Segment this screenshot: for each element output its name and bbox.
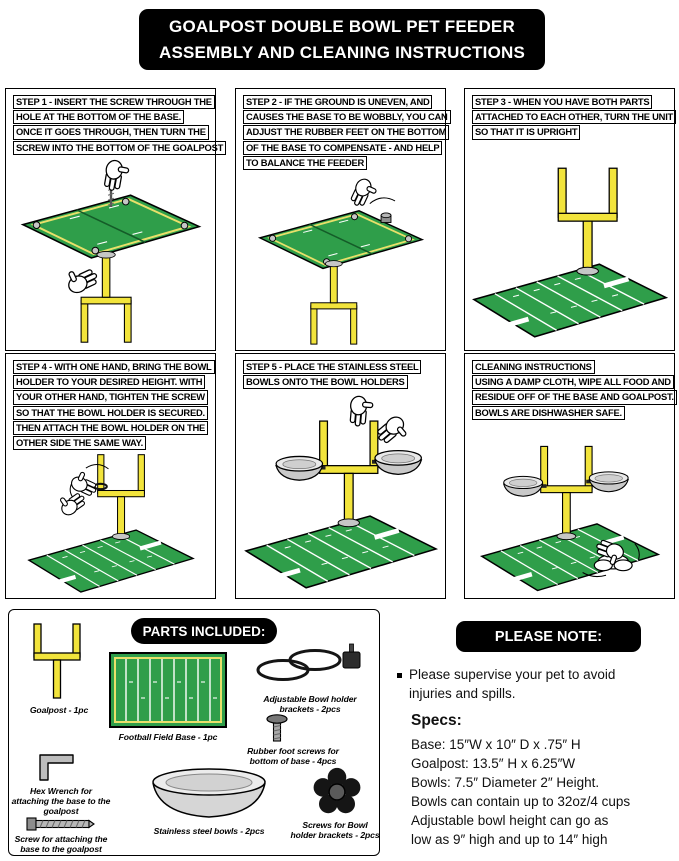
instruction-line: STEP 1 - INSERT THE SCREW THROUGH THE	[13, 95, 215, 110]
goalpost-graphic	[540, 445, 593, 541]
instruction-line: OF THE BASE TO COMPENSATE - AND HELP	[243, 140, 443, 155]
instruction-line: TO BALANCE THE FEEDER	[243, 155, 368, 171]
instruction-line: ADJUST THE RUBBER FEET ON THE BOTTOM	[243, 125, 450, 140]
hand-icon	[102, 158, 131, 194]
spec-line: Base: 15″W x 10″ D x .75″ H	[411, 737, 581, 752]
instruction-line: RESIDUE OFF OF THE BASE AND GOALPOST.	[472, 390, 677, 405]
goalpost-graphic	[310, 260, 358, 345]
instruction-line: YOUR OTHER HAND, TIGHTEN THE SCREW	[13, 390, 208, 405]
step-1-panel: STEP 1 - INSERT THE SCREW THROUGH THE HO…	[5, 88, 227, 351]
title-banner: GOALPOST DOUBLE BOWL PET FEEDER ASSEMBLY…	[139, 9, 545, 70]
step-5-illustration	[245, 395, 437, 589]
part-label: Screw for attaching the base to the goal…	[14, 834, 108, 855]
part-label: Hex Wrench for attaching the base to the…	[11, 786, 111, 817]
part-label: Rubber foot screws for bottom of base - …	[247, 746, 339, 767]
goalpost-graphic	[80, 250, 132, 343]
part-label: Adjustable Bowl holder brackets - 2pcs	[263, 694, 357, 715]
instruction-line: HOLDER TO YOUR DESIRED HEIGHT. WITH	[13, 375, 206, 390]
part-label: Stainless steel bowls - 2pcs	[153, 826, 265, 836]
part-label: Goalpost - 1pc	[29, 705, 89, 715]
instruction-line: ONCE IT GOES THROUGH, THEN TURN THE	[13, 125, 209, 140]
parts-included-panel: PARTS INCLUDED: Goalpost - 1pc	[8, 609, 380, 856]
instruction-line: SCREW INTO THE BOTTOM OF THE GOALPOST	[13, 140, 227, 155]
bowl-graphic	[275, 456, 324, 482]
title-line1: GOALPOST DOUBLE BOWL PET FEEDER	[169, 17, 515, 36]
supervision-note: Please supervise your pet to avoid injur…	[397, 666, 643, 704]
spec-line: low as 9″ high and up to 14″ high	[411, 832, 608, 847]
instruction-line: STEP 3 - WHEN YOU HAVE BOTH PARTS	[472, 95, 653, 110]
bowl-graphic	[503, 475, 544, 497]
hex-wrench-part-icon	[39, 754, 74, 781]
instruction-line: STEP 5 - PLACE THE STAINLESS STEEL	[243, 360, 422, 375]
specs-title: Specs:	[411, 712, 462, 729]
bracket-screw-knob-part-icon	[313, 767, 361, 814]
spec-line: Adjustable bowl height can go as	[411, 813, 609, 828]
instruction-line: BOWLS ARE DISHWASHER SAFE.	[472, 405, 625, 420]
step-1-instructions: STEP 1 - INSERT THE SCREW THROUGH THE HO…	[13, 95, 227, 156]
title-line2: ASSEMBLY AND CLEANING INSTRUCTIONS	[158, 42, 526, 62]
step-4-illustration	[28, 454, 194, 593]
rubber-foot-graphic	[380, 212, 392, 224]
specs-list: Base: 15″W x 10″ D x .75″ H Goalpost: 13…	[411, 735, 630, 849]
step-3-panel: STEP 3 - WHEN YOU HAVE BOTH PARTS ATTACH…	[464, 88, 677, 351]
bowl-graphic	[374, 450, 423, 476]
step-2-illustration	[259, 176, 423, 345]
step-3-instructions: STEP 3 - WHEN YOU HAVE BOTH PARTS ATTACH…	[472, 95, 677, 141]
goalpost-graphic	[319, 420, 379, 528]
attach-screw-part-icon	[26, 817, 95, 831]
instruction-line: THEN ATTACH THE BOWL HOLDER ON THE	[13, 420, 209, 436]
base-graphic	[259, 210, 423, 270]
spec-line: Goalpost: 13.5″ H x 6.25″W	[411, 756, 576, 771]
rubber-foot-screw-part-icon	[266, 714, 288, 742]
supervision-note-text: Please supervise your pet to avoid injur…	[409, 667, 616, 701]
instruction-line: CAUSES THE BASE TO BE WOBBLY, YOU CAN	[243, 110, 451, 125]
step-3-illustration	[473, 167, 667, 338]
field-graphic	[28, 529, 194, 593]
step-4-panel: STEP 4 - WITH ONE HAND, BRING THE BOWL H…	[5, 353, 216, 599]
bowl-graphic	[588, 471, 629, 493]
part-label: Screws for Bowl holder brackets - 2pcs	[290, 820, 380, 841]
hand-icon	[348, 176, 380, 211]
step-5-instructions: STEP 5 - PLACE THE STAINLESS STEEL BOWLS…	[243, 360, 439, 390]
cleaning-illustration	[481, 445, 659, 592]
step-2-instructions: STEP 2 - IF THE GROUND IS UNEVEN, AND CA…	[243, 95, 451, 171]
bullet-icon	[397, 673, 402, 678]
hand-icon	[373, 413, 412, 451]
stainless-bowl-part-icon	[152, 768, 266, 818]
please-note-banner: PLEASE NOTE:	[456, 621, 641, 652]
instruction-line: ATTACHED TO EACH OTHER, TURN THE UNIT	[472, 110, 677, 125]
step-5-panel: STEP 5 - PLACE THE STAINLESS STEEL BOWLS…	[235, 353, 446, 599]
goalpost-graphic	[557, 167, 618, 276]
instruction-line: USING A DAMP CLOTH, WIPE ALL FOOD AND	[472, 375, 674, 390]
instruction-line: BOWLS ONTO THE BOWL HOLDERS	[243, 375, 408, 390]
goalpost-part-icon	[33, 623, 81, 699]
instruction-line: STEP 4 - WITH ONE HAND, BRING THE BOWL	[13, 360, 215, 375]
field-graphic	[473, 263, 667, 338]
goalpost-graphic	[97, 454, 145, 541]
field-graphic	[245, 515, 437, 589]
part-label: Football Field Base - 1pc	[118, 732, 218, 742]
step-1-illustration	[21, 158, 201, 343]
instruction-line: SO THAT IT IS UPRIGHT	[472, 125, 581, 140]
instruction-line: SO THAT THE BOWL HOLDER IS SECURED.	[13, 405, 208, 420]
hand-icon	[68, 469, 101, 499]
hand-icon	[62, 261, 101, 296]
instruction-line: HOLE AT THE BOTTOM OF THE BASE.	[13, 110, 184, 125]
parts-title-banner: PARTS INCLUDED:	[131, 618, 277, 644]
field-base-part-icon	[109, 652, 227, 728]
bowl-holder-brackets-part-icon	[256, 643, 361, 681]
instruction-line: OTHER SIDE THE SAME WAY.	[13, 436, 147, 451]
spec-line: Bowls: 7.5″ Diameter 2″ Height.	[411, 775, 600, 790]
spec-line: Bowls can contain up to 32oz/4 cups	[411, 794, 631, 809]
cleaning-panel: CLEANING INSTRUCTIONS USING A DAMP CLOTH…	[464, 353, 677, 599]
step-2-panel: STEP 2 - IF THE GROUND IS UNEVEN, AND CA…	[235, 88, 451, 351]
instruction-line: CLEANING INSTRUCTIONS	[472, 360, 595, 375]
step-4-instructions: STEP 4 - WITH ONE HAND, BRING THE BOWL H…	[13, 360, 215, 451]
cleaning-instructions: CLEANING INSTRUCTIONS USING A DAMP CLOTH…	[472, 360, 677, 421]
instruction-line: STEP 2 - IF THE GROUND IS UNEVEN, AND	[243, 95, 433, 110]
